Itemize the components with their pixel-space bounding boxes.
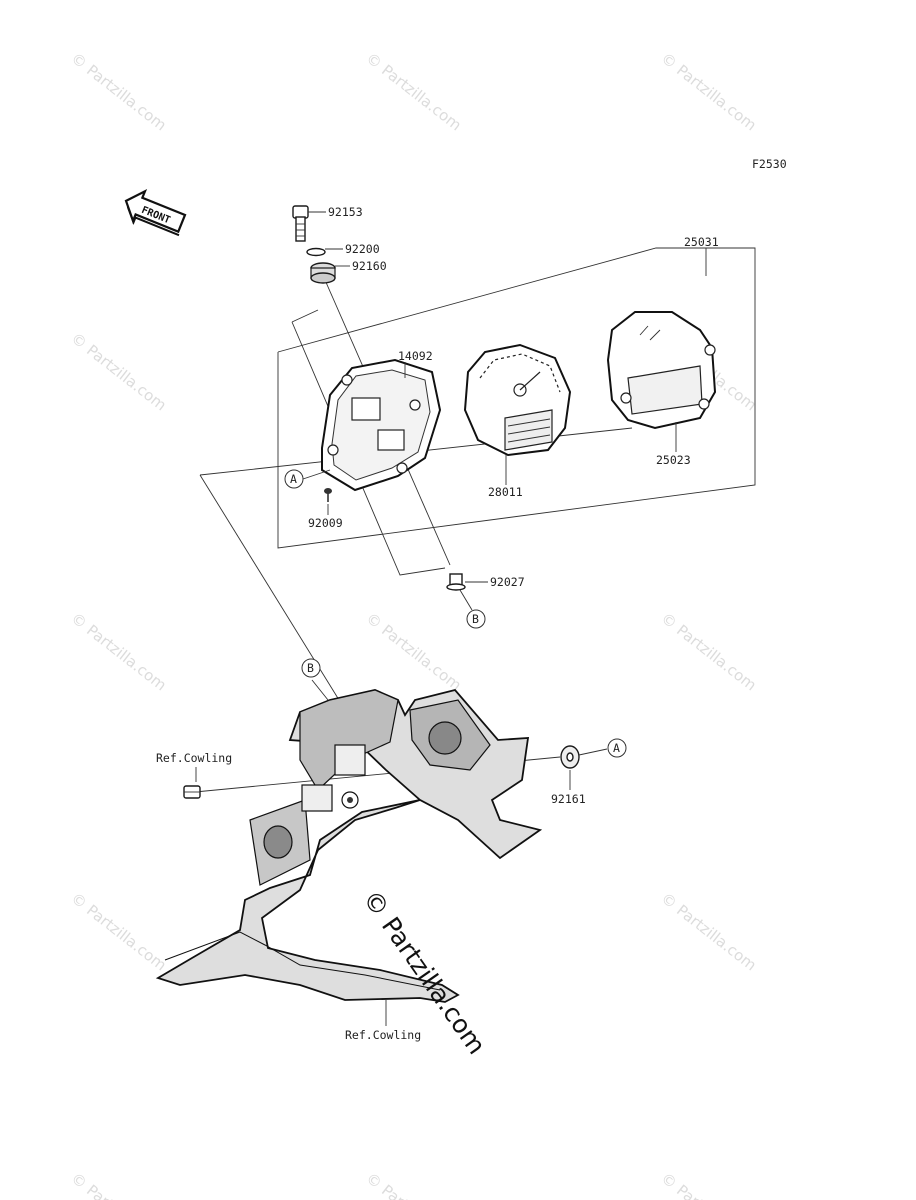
washer-92200 bbox=[306, 247, 326, 257]
watermark: © Partzilla.com bbox=[363, 49, 465, 134]
ref-cowling-left: Ref.Cowling bbox=[156, 751, 232, 765]
part-label-28011: 28011 bbox=[488, 485, 523, 499]
cowling-clip-icon bbox=[183, 785, 201, 799]
part-label-92153: 92153 bbox=[328, 205, 363, 219]
callout-a-grommet-label: A bbox=[613, 741, 620, 755]
bolt-92153 bbox=[292, 205, 309, 242]
part-label-92161: 92161 bbox=[551, 792, 586, 806]
figure-code: F2530 bbox=[752, 157, 787, 171]
part-label-14092: 14092 bbox=[398, 349, 433, 363]
watermark: © Partzilla.com bbox=[68, 889, 170, 974]
ref-cowling-bottom: Ref.Cowling bbox=[345, 1028, 421, 1042]
watermark: © Partzilla.com bbox=[658, 49, 760, 134]
callout-b-bracket-label: B bbox=[307, 661, 314, 675]
watermark: © Partzilla.com bbox=[68, 1169, 170, 1200]
part-label-92200: 92200 bbox=[345, 242, 380, 256]
meter-unit-28011 bbox=[463, 343, 572, 457]
callout-b-bolt-label: B bbox=[472, 612, 479, 626]
collar-92027 bbox=[446, 573, 466, 591]
watermark: © Partzilla.com bbox=[68, 329, 170, 414]
part-label-25031: 25031 bbox=[684, 235, 719, 249]
watermark: © Partzilla.com bbox=[363, 1169, 465, 1200]
grommet-92161 bbox=[560, 745, 580, 769]
callout-b-bolt bbox=[466, 609, 486, 629]
callout-a-grommet bbox=[607, 738, 627, 758]
watermark: © Partzilla.com bbox=[68, 609, 170, 694]
grommet-92160 bbox=[310, 262, 336, 284]
watermark: © Partzilla.com bbox=[658, 889, 760, 974]
meter-case-14092 bbox=[321, 358, 442, 492]
watermark: © Partzilla.com bbox=[658, 1169, 760, 1200]
watermark: © Partzilla.com bbox=[658, 609, 760, 694]
part-label-92009: 92009 bbox=[308, 516, 343, 530]
meter-bracket-frame bbox=[155, 688, 543, 1003]
part-label-92027: 92027 bbox=[490, 575, 525, 589]
screw-92009 bbox=[324, 488, 332, 502]
front-arrow-icon: FRONT bbox=[124, 188, 187, 237]
callout-a-meter-label: A bbox=[290, 472, 297, 486]
watermark: © Partzilla.com bbox=[68, 49, 170, 134]
watermark: © Partzilla.com bbox=[363, 609, 465, 694]
part-label-25023: 25023 bbox=[656, 453, 691, 467]
meter-cover-25023 bbox=[606, 311, 717, 430]
part-label-92160: 92160 bbox=[352, 259, 387, 273]
callout-b-bracket bbox=[301, 658, 321, 678]
